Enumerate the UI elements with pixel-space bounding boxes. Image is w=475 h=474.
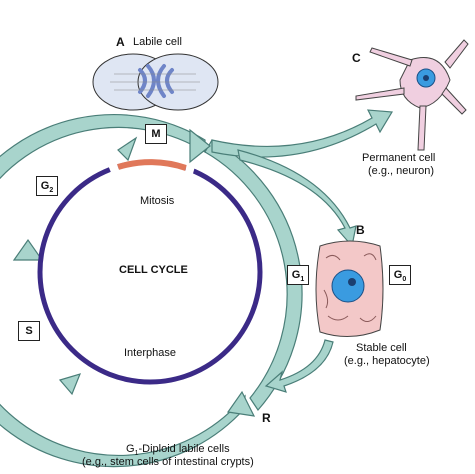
phase-box-m: M (145, 124, 167, 144)
arrowhead-s-up (12, 238, 44, 261)
interphase-label: Interphase (124, 347, 176, 359)
ring-gap-right (185, 164, 196, 174)
mitosis-arc (117, 159, 187, 171)
permanent-cell-example: (e.g., neuron) (368, 165, 435, 177)
phase-box-g1: G1 (287, 265, 309, 285)
cycle-band-right (204, 139, 303, 411)
cycle-arrow-band (0, 109, 394, 468)
label-r: R (262, 411, 271, 425)
g1-diploid-example: (e.g., stem cells of intestinal crypts) (82, 456, 254, 468)
phase-box-g0: G0 (389, 265, 411, 285)
label-b: B (356, 223, 365, 237)
arrowhead-g2-top (117, 136, 138, 162)
ring-gap-left (108, 163, 120, 174)
arrow-to-permanent (211, 109, 394, 158)
arrowhead-g1-bottom (226, 390, 256, 417)
label-a: A (116, 35, 125, 49)
stable-cell-example: (e.g., hepatocyte) (344, 355, 430, 367)
phase-box-g2: G2 (36, 176, 58, 196)
arrow-return-r (264, 339, 334, 393)
caption-labile-cell: Labile cell (133, 36, 182, 48)
neuron-illustration (355, 39, 469, 151)
permanent-cell-label: Permanent cell (362, 152, 436, 164)
phase-box-s: S (18, 321, 40, 341)
cell-cycle-title: CELL CYCLE (119, 264, 188, 276)
stable-cell-label: Stable cell (356, 342, 407, 354)
label-c: C (352, 51, 361, 65)
g1-diploid-label: G1-Diploid labile cells (126, 443, 230, 458)
arrowhead-m (189, 128, 211, 164)
cycle-band-left (0, 114, 246, 468)
hepatocyte-illustration (315, 240, 384, 337)
mitosis-label: Mitosis (140, 195, 175, 207)
labile-cell-illustration (92, 53, 219, 111)
inner-ring (37, 159, 263, 385)
arrow-to-stable (237, 149, 357, 248)
arrowhead-left-bottom (58, 373, 82, 396)
